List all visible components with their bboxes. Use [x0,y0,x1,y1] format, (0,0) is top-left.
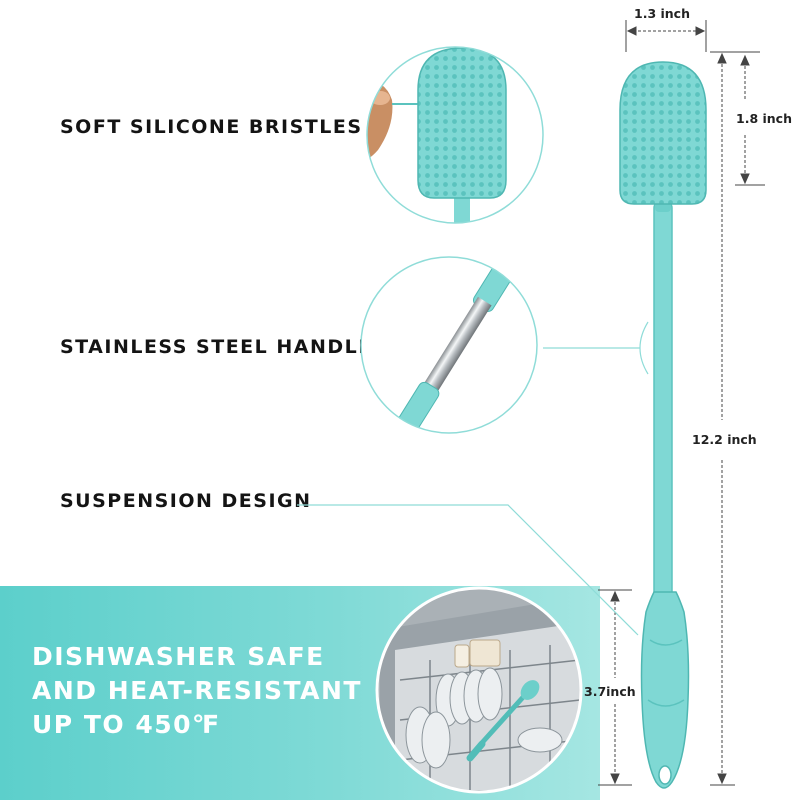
dimension-grip-length [598,589,632,786]
dimension-head-length [735,54,765,186]
bristle-head [619,61,707,205]
dimension-total-length [710,51,760,786]
dimension-head-width [625,20,707,52]
banner-text: DISHWASHER SAFE AND HEAT-RESISTANT UP TO… [32,640,362,742]
brush-shaft [653,199,673,601]
dimension-label-head-width: 1.3 inch [634,6,690,21]
handle-closeup [360,256,538,434]
dimension-label-total-length: 12.2 inch [690,432,759,447]
dimension-label-grip-length: 3.7inch [584,684,636,699]
banner-line-1: DISHWASHER SAFE [32,642,325,671]
feature-label-suspension: SUSPENSION DESIGN [60,490,312,512]
brush-main [619,61,707,789]
hanging-hole [658,765,672,785]
feature-label-bristles: SOFT SILICONE BRISTLES [60,116,363,138]
dimension-label-head-length: 1.8 inch [736,111,792,126]
banner-line-2: AND HEAT-RESISTANT [32,676,362,705]
leader-lines [297,321,649,636]
banner-line-3: UP TO 450℉ [32,710,221,739]
feature-label-handle: STAINLESS STEEL HANDLE [60,336,373,358]
brush-grip [640,591,690,789]
dishwasher-closeup [375,586,583,794]
bristles-closeup [366,46,544,224]
